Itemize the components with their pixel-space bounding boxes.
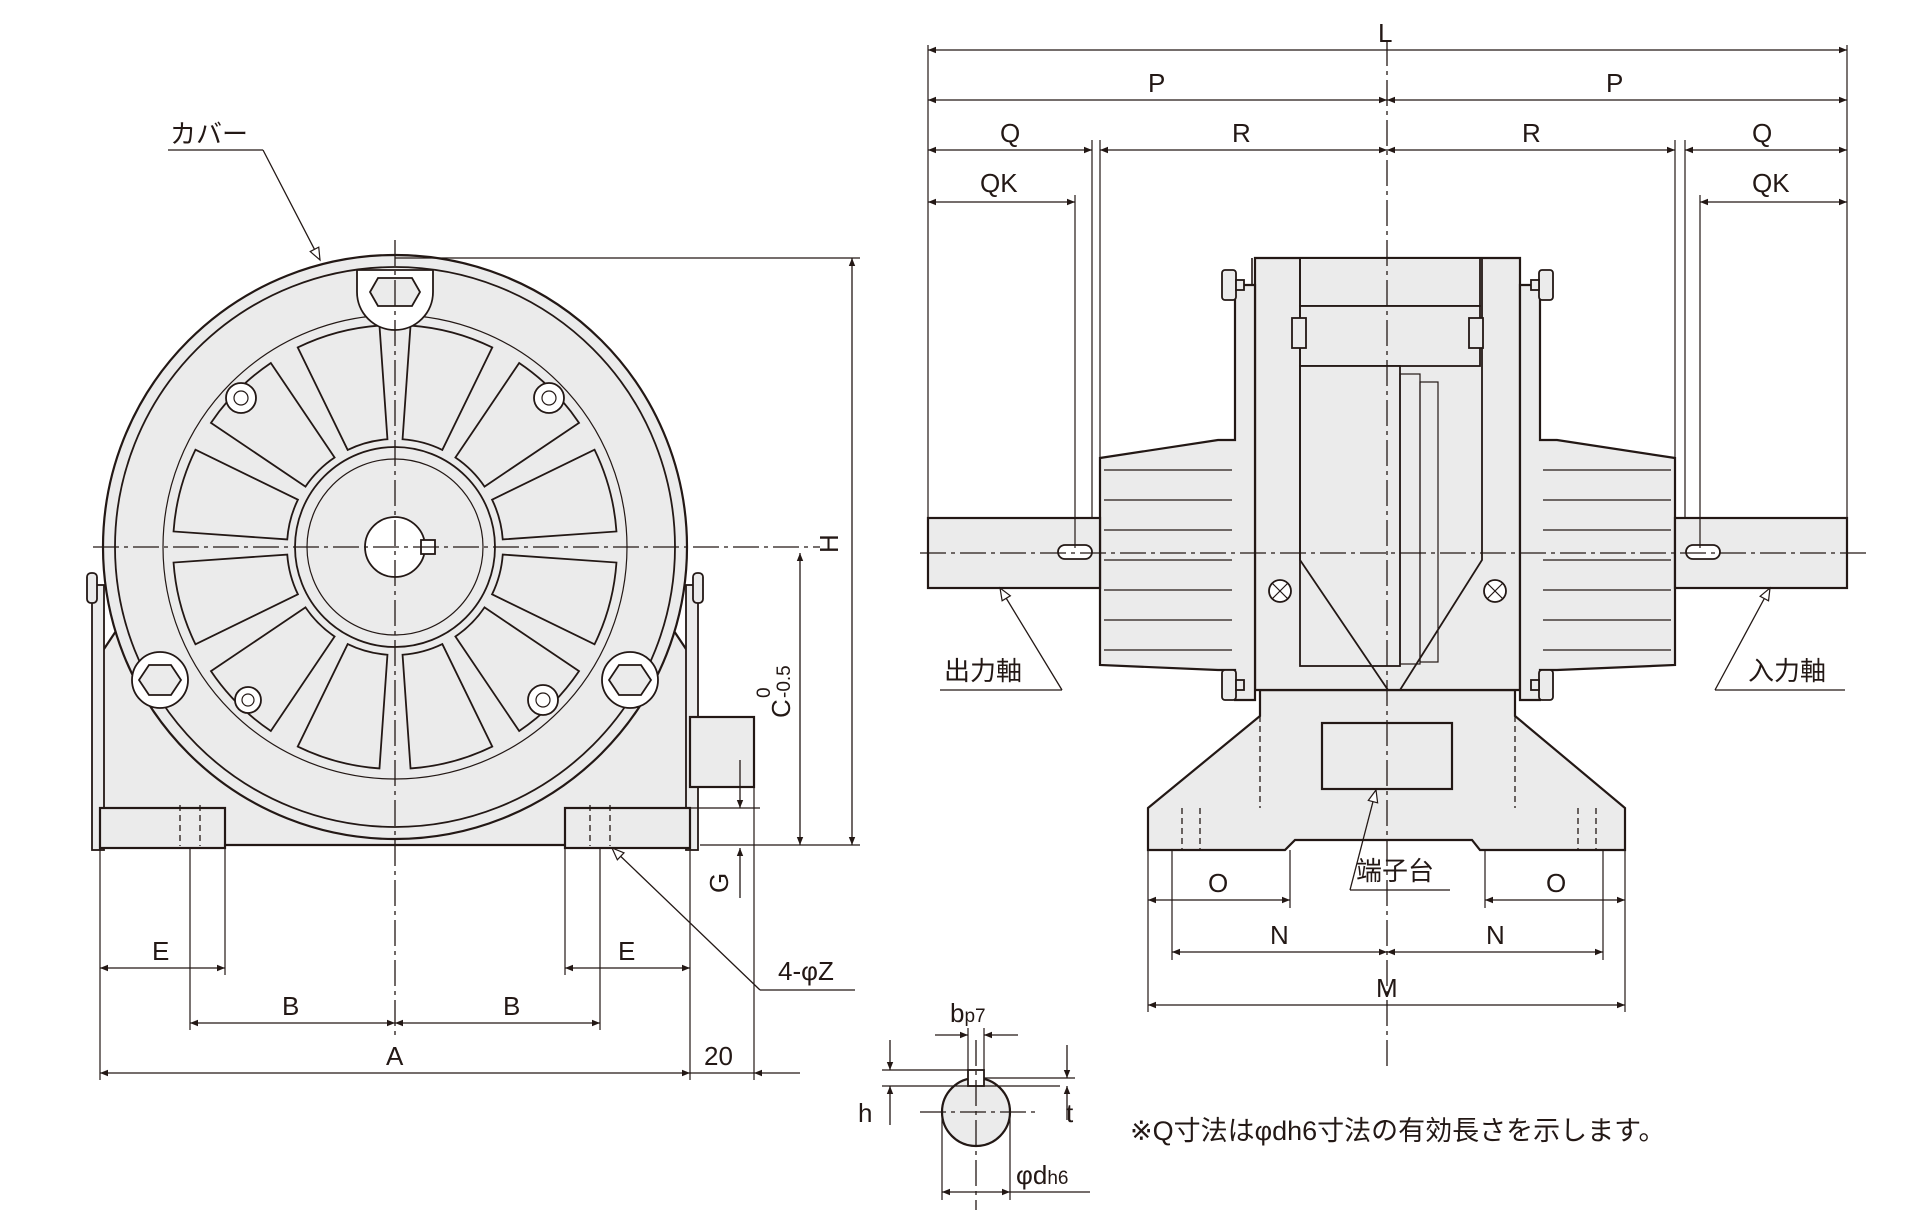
side-fins <box>1104 469 1671 651</box>
dim-N-left: N <box>1270 920 1289 950</box>
cover-label: カバー <box>170 119 248 149</box>
screw-lower-left-icon <box>234 686 262 714</box>
dim-L-label: L <box>1378 18 1392 48</box>
output-housing <box>1098 283 1257 702</box>
dim-b-label: bp7 <box>950 998 986 1028</box>
cooling-fin <box>490 553 618 646</box>
terminal-block-label: 端子台 <box>1356 856 1434 886</box>
dim-E-right: E <box>618 936 635 966</box>
dim-B-right: B <box>503 991 520 1021</box>
side-bolt-top-right-icon <box>1530 269 1554 301</box>
footnote: ※Q寸法はφdh6寸法の有効長さを示します。 <box>1130 1116 1665 1146</box>
dim-N-right: N <box>1486 920 1505 950</box>
clutch-disc <box>1299 365 1401 667</box>
cooling-fin <box>401 642 494 770</box>
side-view <box>920 40 1870 1070</box>
hole-label: 4-φZ <box>778 956 834 986</box>
dim-h-label: h <box>858 1098 872 1128</box>
dim-O-left: O <box>1208 868 1228 898</box>
dim-B-left: B <box>282 991 299 1021</box>
dim-P-left: P <box>1148 68 1165 98</box>
dim-E-left: E <box>152 936 169 966</box>
dim-Q-right: Q <box>1752 118 1772 148</box>
side-screw-right-icon <box>1483 579 1507 603</box>
dim-20-label: 20 <box>704 1041 733 1071</box>
dim-R-right: R <box>1522 118 1541 148</box>
dim-C-label: C <box>766 699 796 718</box>
dimension-lines <box>99 45 1848 1200</box>
dim-O-right: O <box>1546 868 1566 898</box>
left-foot <box>98 806 227 850</box>
side-bolt-top-left-icon <box>1221 269 1245 301</box>
cooling-fin <box>172 553 300 646</box>
dim-C-tol-upper: 0 <box>754 687 775 698</box>
bolt-lower-right-icon <box>601 651 659 709</box>
dim-Q-left: Q <box>1000 118 1020 148</box>
cooling-fin <box>296 642 389 770</box>
cooling-fin <box>490 448 618 541</box>
dim-G-label: G <box>704 873 734 893</box>
dim-P-right: P <box>1606 68 1623 98</box>
side-bolt-bottom-left-icon <box>1221 669 1245 701</box>
input-shaft-label: 入力軸 <box>1748 656 1826 686</box>
dim-R-left: R <box>1232 118 1251 148</box>
dim-t-label: t <box>1066 1098 1074 1128</box>
front-view <box>86 240 820 1035</box>
input-keyway <box>1685 544 1721 560</box>
input-housing <box>1518 283 1677 702</box>
side-screw-left-icon <box>1268 579 1292 603</box>
right-foot <box>563 806 692 850</box>
cooling-fin <box>172 448 300 541</box>
front-terminal-box <box>688 715 756 789</box>
dim-C-tol-lower: -0.5 <box>774 665 795 698</box>
dim-QK-left: QK <box>980 168 1018 198</box>
bolt-lower-left-icon <box>131 651 189 709</box>
dim-A-label: A <box>386 1041 404 1071</box>
dim-d-label: φdh6 <box>1016 1160 1068 1190</box>
side-bolt-bottom-right-icon <box>1530 669 1554 701</box>
dim-H-label: H <box>814 534 844 553</box>
output-shaft-label: 出力軸 <box>944 656 1022 686</box>
screw-upper-left-icon <box>225 382 257 414</box>
dim-QK-right: QK <box>1752 168 1790 198</box>
left-side-rail <box>91 584 105 851</box>
screw-upper-right-icon <box>533 382 565 414</box>
dim-M-label: M <box>1376 973 1398 1003</box>
cooling-fin <box>401 324 494 452</box>
screw-lower-mid-right-icon <box>527 684 559 716</box>
labels: カバー H C 0 -0.5 G 4-φZ E E B B A 20 L P P… <box>152 18 1826 1190</box>
